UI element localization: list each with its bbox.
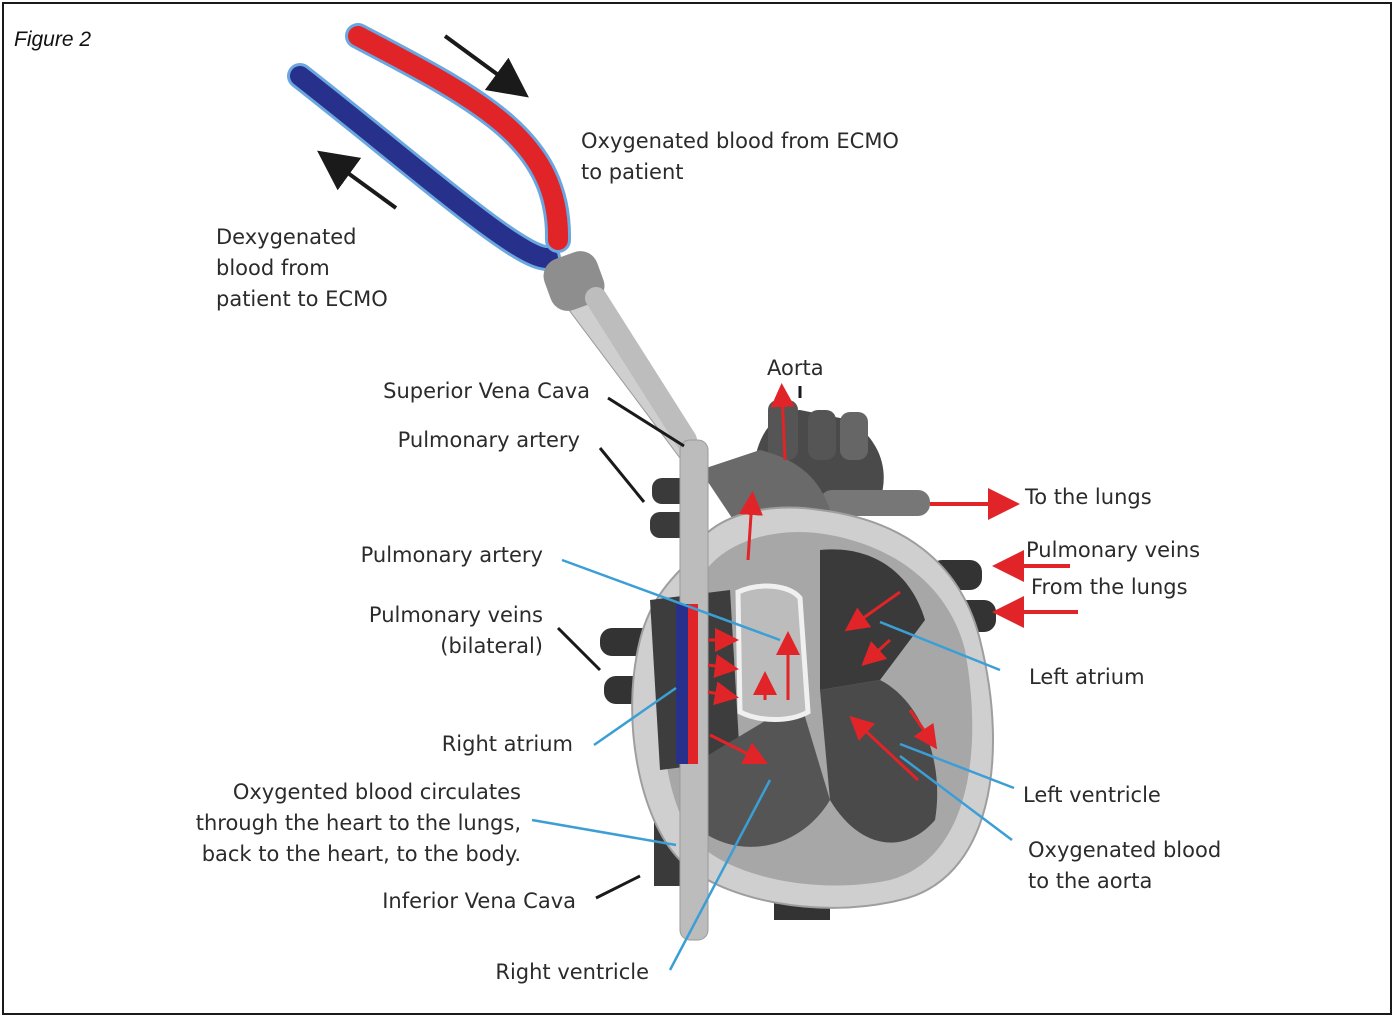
label-aorta: Aorta [767,356,824,380]
label-circulation-1: Oxygented blood circulates [233,780,521,804]
label-left-ventricle: Left ventricle [1023,783,1161,807]
label-oxy-from-ecmo-2: to patient [581,160,684,184]
label-right-ventricle: Right ventricle [495,960,649,984]
label-left-atrium: Left atrium [1029,665,1145,689]
label-from-the-lungs: From the lungs [1031,575,1188,599]
label-to-the-lungs: To the lungs [1024,485,1152,509]
label-oxy-to-aorta-2: to the aorta [1028,869,1152,893]
label-circulation-3: back to the heart, to the body. [202,842,521,866]
label-oxy-from-ecmo-1: Oxygenated blood from ECMO [581,129,899,153]
label-pulmonary-veins-right: Pulmonary veins [1026,538,1200,562]
label-pulmonary-artery-top: Pulmonary artery [398,428,580,452]
label-circulation-2: through the heart to the lungs, [196,811,521,835]
label-deoxy-to-ecmo-1: Dexygenated [216,225,357,249]
label-oxy-to-aorta-1: Oxygenated blood [1028,838,1221,862]
label-deoxy-to-ecmo-3: patient to ECMO [216,287,388,311]
label-right-atrium: Right atrium [442,732,573,756]
label-inferior-vena-cava: Inferior Vena Cava [382,889,576,913]
label-pulmonary-artery-mid: Pulmonary artery [361,543,543,567]
heart-illustration [600,400,996,940]
label-pulmonary-veins-left-2: (bilateral) [440,634,543,658]
label-deoxy-to-ecmo-2: blood from [216,256,330,280]
label-pulmonary-veins-left-1: Pulmonary veins [369,603,543,627]
label-superior-vena-cava: Superior Vena Cava [383,379,590,403]
flow-arrow-out-icon [330,160,396,208]
